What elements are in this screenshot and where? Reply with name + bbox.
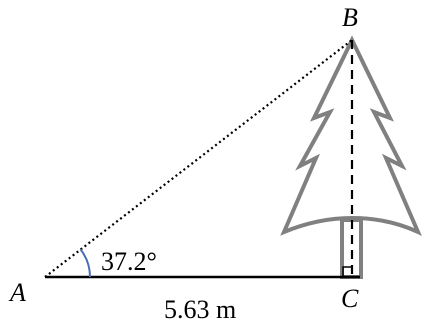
right-angle-marker [342, 266, 352, 277]
point-label-c: C [341, 284, 359, 313]
angle-arc [79, 248, 91, 278]
point-label-b: B [342, 3, 358, 32]
angle-value-label: 37.2° [101, 247, 157, 276]
base-length-label: 5.63 m [164, 295, 236, 324]
point-label-a: A [8, 278, 26, 307]
